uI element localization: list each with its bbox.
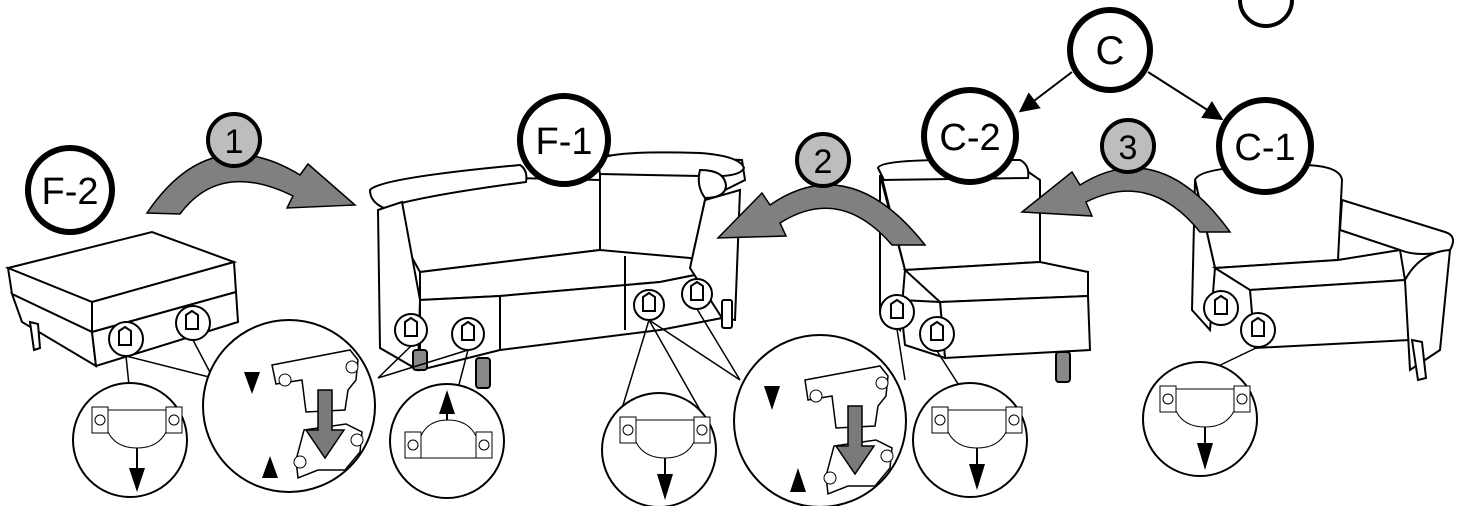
arm-chair-c1 bbox=[1192, 165, 1453, 380]
step-badge-2: 2 bbox=[797, 134, 849, 186]
part-label-c-text: C bbox=[1096, 29, 1125, 73]
move-arrow-1-icon bbox=[147, 155, 355, 214]
detail-circle-c2-bracket-large bbox=[734, 335, 906, 506]
detail-circle-f2-bottom bbox=[73, 383, 187, 497]
part-label-c1-text: C-1 bbox=[1234, 127, 1295, 169]
detail-circle-c1-bottom bbox=[1143, 362, 1257, 476]
part-label-c2: C-2 bbox=[924, 90, 1016, 182]
detail-circle-f1-bottom bbox=[602, 393, 716, 506]
part-label-f2-text: F-2 bbox=[42, 171, 99, 213]
part-label-c: C bbox=[1070, 10, 1150, 90]
part-label-c2-text: C-2 bbox=[939, 117, 1000, 159]
part-label-f2: F-2 bbox=[28, 148, 112, 232]
branch-arrow-to-c1-icon bbox=[1148, 72, 1220, 118]
part-label-c1: C-1 bbox=[1219, 100, 1311, 192]
step-number-3: 3 bbox=[1119, 129, 1138, 167]
detail-circle-f1-top bbox=[390, 384, 504, 498]
detail-circle-c2-bottom bbox=[913, 383, 1027, 497]
step-badge-1: 1 bbox=[208, 114, 260, 166]
detail-circle-f1-bracket-large bbox=[203, 320, 375, 492]
corner-sofa-f1 bbox=[370, 152, 745, 388]
part-label-f1-text: F-1 bbox=[536, 121, 593, 163]
step-number-2: 2 bbox=[814, 143, 833, 181]
part-label-f1: F-1 bbox=[520, 96, 608, 184]
step-badge-3: 3 bbox=[1102, 120, 1154, 172]
step-number-1: 1 bbox=[225, 123, 244, 161]
partial-label-circle bbox=[1240, 0, 1292, 26]
branch-arrow-to-c2-icon bbox=[1022, 72, 1072, 110]
ottoman-f2 bbox=[8, 232, 238, 366]
